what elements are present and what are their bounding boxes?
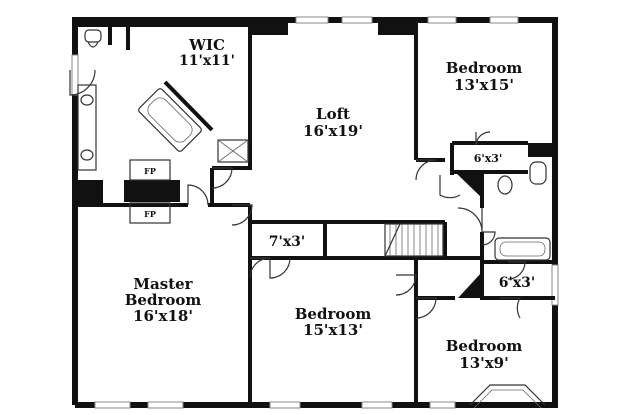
closet-ne-label: 6'x3' xyxy=(474,152,503,165)
closet-se-label: 6'x3' xyxy=(499,275,535,291)
bedroom-se-size: 13'x9' xyxy=(459,354,508,372)
master-name-line2: Bedroom xyxy=(125,291,202,309)
master-size: 16'x18' xyxy=(133,307,193,325)
fixtures xyxy=(69,25,551,261)
wall-blocks xyxy=(75,17,555,298)
stairs xyxy=(384,223,444,257)
bedroom-center-size: 15'x13' xyxy=(303,321,363,339)
wic-size: 11'x11' xyxy=(179,53,235,69)
interior-walls xyxy=(75,20,555,405)
bedroom-center-name: Bedroom xyxy=(295,305,372,323)
master-name-line1: Master xyxy=(133,275,193,293)
fireplace-bottom-label: FP xyxy=(144,209,156,219)
bedroom-ne-name: Bedroom xyxy=(446,59,523,77)
closet-center-label: 7'x3' xyxy=(269,234,305,250)
doors xyxy=(187,131,526,319)
exterior-walls xyxy=(72,17,558,408)
wic-name: WIC xyxy=(188,36,225,54)
loft-name: Loft xyxy=(316,105,350,123)
windows xyxy=(71,16,559,409)
bedroom-se-name: Bedroom xyxy=(446,337,523,355)
bedroom-ne-size: 13'x15' xyxy=(454,76,514,94)
bay-window xyxy=(469,384,546,409)
loft-size: 16'x19' xyxy=(303,122,363,140)
fireplace-top-label: FP xyxy=(144,166,156,176)
room-labels: WIC 11'x11' Loft 16'x19' Bedroom 13'x15'… xyxy=(125,36,535,372)
